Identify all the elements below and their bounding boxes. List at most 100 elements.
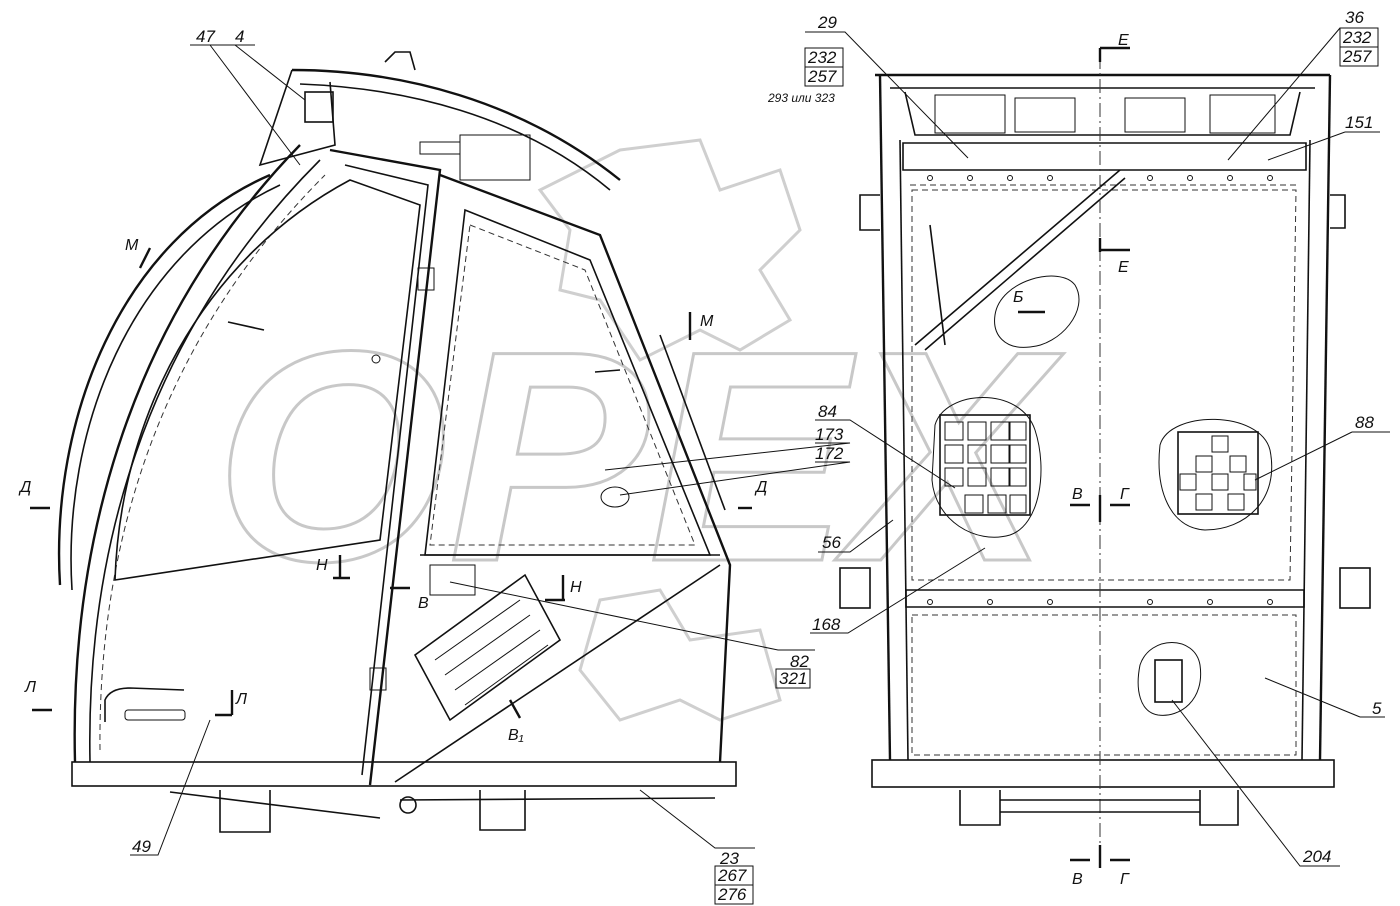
right-roof-window [904, 91, 1301, 136]
leader-84 [815, 419, 956, 489]
right-middle-strip [905, 589, 1305, 608]
right-right-post [1318, 74, 1332, 761]
left-front-arc-inner [88, 159, 321, 763]
left-door-rear-post-inner [344, 164, 429, 776]
right-fastener-row [927, 175, 1273, 605]
leader-23 [639, 789, 755, 849]
section-N-right: Н [570, 579, 582, 596]
left-bracket-1 [219, 790, 271, 833]
callout-88: 88 [1355, 413, 1374, 432]
right-hatch-204 [1154, 659, 1183, 703]
leader-82 [449, 581, 815, 651]
right-left-post-inner [899, 139, 909, 761]
left-roof-inner [299, 83, 611, 191]
callout-232a: 232 [807, 48, 837, 67]
right-cutout-84 [931, 397, 1042, 538]
callout-257a: 257 [807, 67, 837, 86]
left-pivot [399, 796, 417, 814]
leader-56 [818, 519, 894, 553]
leader-204 [1171, 699, 1340, 867]
section-D-right: Д [754, 479, 767, 496]
callout-267: 267 [717, 866, 747, 885]
left-bracket-2 [479, 790, 526, 831]
right-floor-beam [871, 759, 1335, 788]
callout-5: 5 [1372, 699, 1382, 718]
leader-49 [130, 719, 211, 856]
left-rear-glass-mark [594, 369, 621, 373]
right-handle-left [859, 194, 880, 231]
right-handle-right [1330, 194, 1346, 229]
right-rear-window-dashed [911, 189, 1297, 581]
left-floor-beam [71, 761, 737, 787]
callout-168: 168 [812, 615, 841, 634]
callout-84: 84 [818, 402, 837, 421]
right-cutout-88 [1158, 418, 1273, 531]
left-roof-bracket [258, 69, 336, 167]
callout-321: 321 [779, 669, 807, 688]
callout-172: 172 [815, 444, 844, 463]
section-B: Б [1013, 289, 1023, 306]
left-door-handle-arc [104, 687, 185, 722]
left-section-markers: М М Д Д Н Н Л Л В В₁ [18, 237, 767, 744]
watermark-gear-right [578, 588, 782, 722]
section-VG-bot-mark [1070, 845, 1130, 868]
left-roof-top [291, 68, 621, 181]
section-E-mid-mark [1098, 238, 1130, 252]
callout-56: 56 [822, 533, 841, 552]
leader-168 [810, 547, 986, 634]
section-E-top-mark [1098, 46, 1130, 62]
right-callouts: 29 232 257 293 или 323 36 232 257 151 84… [600, 8, 1390, 867]
callout-151: 151 [1345, 113, 1373, 132]
section-V: В [418, 595, 429, 612]
section-N-right-mark [545, 575, 565, 602]
callout-276: 276 [717, 885, 747, 904]
left-hinge-upper [417, 267, 435, 291]
right-wiper-blade [929, 224, 946, 346]
right-pictograms-left [944, 421, 1027, 514]
section-L-left: Л [24, 679, 36, 696]
right-under-rod [1000, 799, 1200, 813]
leader-5 [1264, 677, 1385, 718]
callout-47: 47 [196, 27, 215, 46]
left-door-rear-post [329, 148, 442, 786]
left-rear-frame [439, 173, 732, 763]
section-VG-mid-mark [1070, 495, 1130, 522]
section-N-left-mark [333, 555, 350, 580]
left-front-arc-dashed [99, 174, 326, 751]
left-door-lock [371, 354, 381, 364]
callout-82: 82 [790, 652, 809, 671]
callout-23: 23 [719, 849, 739, 868]
leader-172 [619, 461, 851, 496]
right-under-brackets [959, 790, 1239, 826]
leader-29 [805, 31, 969, 159]
section-V1: В₁ [508, 727, 524, 744]
right-roof-lamp-1 [934, 94, 1006, 134]
left-roof-part-4 [304, 91, 334, 123]
left-roof-light [419, 141, 461, 155]
callout-257b: 257 [1342, 47, 1372, 66]
left-callouts: 47 4 82 321 23 267 276 49 [130, 27, 815, 905]
leader-173 [604, 442, 851, 471]
callout-276-box [714, 884, 754, 905]
right-rear-view [839, 55, 1371, 845]
callout-293: 293 или 323 [767, 91, 835, 105]
right-lower-panel-dashed [911, 614, 1297, 756]
right-pictogram-panel-left [939, 414, 1031, 516]
left-glass-mark [227, 321, 265, 331]
callout-232b: 232 [1342, 28, 1372, 47]
left-step-plate [413, 573, 562, 722]
right-cutout-B [994, 275, 1080, 348]
section-E-top: Е [1118, 32, 1129, 49]
left-front-arc-outer [73, 144, 301, 763]
section-V-bot: В [1072, 871, 1083, 888]
right-left-post [878, 74, 892, 761]
left-grab-handle-outer [57, 173, 271, 586]
section-V1-mark [508, 699, 522, 719]
section-M-left-mark [138, 247, 152, 269]
watermark-text: OPEX [215, 288, 1064, 624]
right-wiper-arm [914, 169, 1126, 351]
leader-47-4 [190, 44, 306, 166]
left-lower-panel-diagonal [394, 564, 721, 783]
